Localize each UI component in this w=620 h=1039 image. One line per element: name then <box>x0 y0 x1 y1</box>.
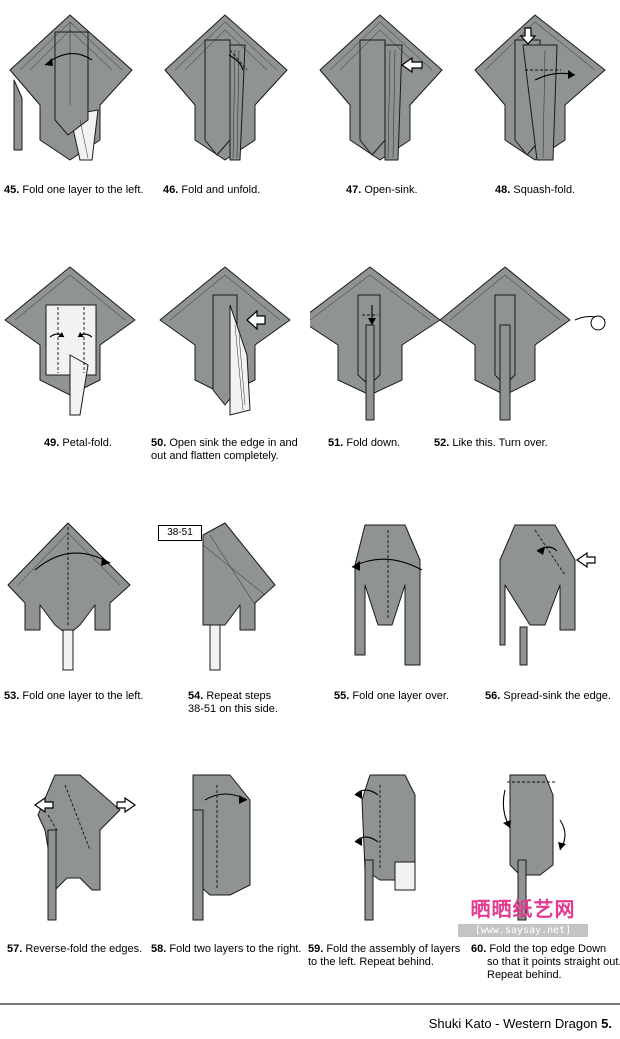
step-57-number: 57. <box>7 943 22 955</box>
step-55-number: 55. <box>334 690 349 702</box>
step-54-text: Repeat steps <box>206 690 271 702</box>
step-55-diagram <box>310 515 465 675</box>
step-57-diagram <box>0 770 155 930</box>
step-50-text-line2: out and flatten completely. <box>151 450 279 462</box>
step-47-number: 47. <box>346 184 361 196</box>
step-60-text-line3: Repeat behind. <box>471 969 562 981</box>
step-45-number: 45. <box>4 184 19 196</box>
step-60-number: 60. <box>471 943 486 955</box>
step-54-number: 54. <box>188 690 203 702</box>
step-54-diagram <box>155 515 310 675</box>
step-58-text: Fold two layers to the right. <box>169 943 301 955</box>
step-51-text: Fold down. <box>346 437 400 449</box>
step-48-text: Squash-fold. <box>513 184 575 196</box>
step-60-text: Fold the top edge Down <box>489 943 606 955</box>
footer: Shuki Kato - Western Dragon 5. <box>429 1016 612 1031</box>
footer-page-number: 5. <box>601 1016 612 1031</box>
step-59-text: Fold the assembly of layers <box>326 943 460 955</box>
footer-rule <box>0 1003 620 1005</box>
step-50-diagram <box>155 265 310 425</box>
step-46-text: Fold and unfold. <box>181 184 260 196</box>
step-50-text: Open sink the edge in and <box>169 437 297 449</box>
step-53-text: Fold one layer to the left. <box>22 690 143 702</box>
step-56-diagram <box>465 515 620 675</box>
step-56-number: 56. <box>485 690 500 702</box>
step-51-number: 51. <box>328 437 343 449</box>
step-58-diagram <box>155 770 310 930</box>
step-48-number: 48. <box>495 184 510 196</box>
step-58-number: 58. <box>151 943 166 955</box>
step-46-diagram <box>155 10 310 170</box>
step-47-diagram <box>310 10 465 170</box>
step-57-text: Reverse-fold the edges. <box>25 943 142 955</box>
step-60-text-line2: so that it points straight out. <box>471 956 620 968</box>
step-53-number: 53. <box>4 690 19 702</box>
watermark-url: [www.saysay.net] <box>458 924 588 937</box>
watermark: 晒晒纸艺网 [www.saysay.net] <box>458 893 588 937</box>
step-52-diagram <box>440 265 620 425</box>
step-45-diagram <box>0 10 155 170</box>
step-59-diagram <box>310 770 465 930</box>
step-53-diagram <box>0 515 155 675</box>
step-59-number: 59. <box>308 943 323 955</box>
step-46-number: 46. <box>163 184 178 196</box>
footer-author-title: Shuki Kato - Western Dragon <box>429 1016 598 1031</box>
step-56-text: Spread-sink the edge. <box>503 690 611 702</box>
step-48-diagram <box>465 10 620 170</box>
step-49-diagram <box>0 265 155 425</box>
step-54-text-line2: 38-51 on this side. <box>188 703 278 715</box>
step-49-text: Petal-fold. <box>62 437 112 449</box>
watermark-chinese: 晒晒纸艺网 <box>458 893 588 922</box>
step-52-text: Like this. Turn over. <box>452 437 547 449</box>
step-45-text: Fold one layer to the left. <box>22 184 143 196</box>
step-50-number: 50. <box>151 437 166 449</box>
step-55-text: Fold one layer over. <box>352 690 449 702</box>
step-52-number: 52. <box>434 437 449 449</box>
step-47-text: Open-sink. <box>364 184 417 196</box>
step-49-number: 49. <box>44 437 59 449</box>
step-59-text-line2: to the left. Repeat behind. <box>308 956 434 968</box>
